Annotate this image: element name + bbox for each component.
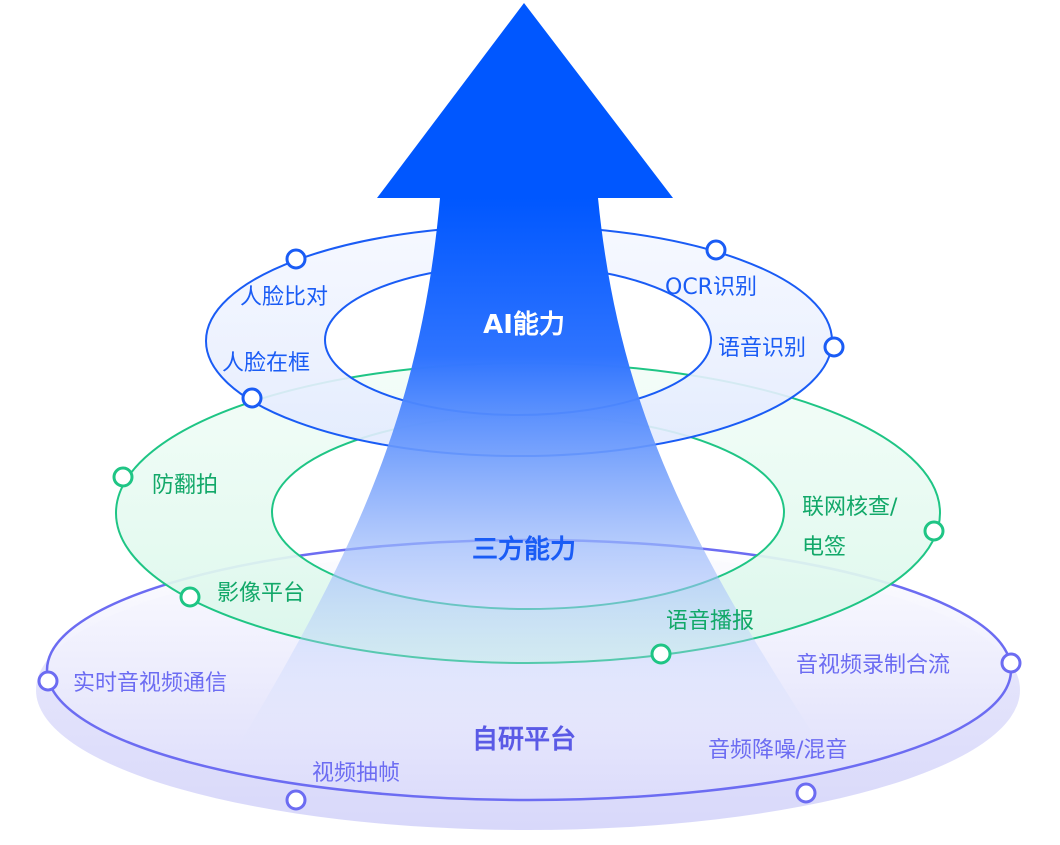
third-party-item-label: 电签: [802, 535, 846, 560]
ai-node: [285, 248, 307, 270]
platform-item-label: 音频降噪/混音: [708, 738, 847, 763]
platform-node: [285, 789, 307, 811]
ai-item-label: 人脸在框: [222, 351, 310, 376]
platform-item-label: 视频抽帧: [312, 761, 400, 786]
ai-item-label: OCR识别: [665, 275, 757, 300]
third-party-item-label: 联网核查/: [802, 495, 898, 520]
third-party-node: [179, 586, 201, 608]
third-party-node: [650, 643, 672, 665]
platform-title: 自研平台: [472, 724, 576, 755]
platform-node: [1000, 652, 1022, 674]
ai-title: AI能力: [483, 309, 565, 340]
ai-node: [705, 239, 727, 261]
arrow-shaft: [230, 198, 830, 760]
third-party-item-label: 防翻拍: [152, 473, 218, 498]
third-party-item-label: 语音播报: [666, 609, 754, 634]
ai-node: [241, 387, 263, 409]
platform-node: [37, 670, 59, 692]
ai-item-label: 人脸比对: [240, 285, 328, 310]
ai-node: [823, 336, 845, 358]
third-party-node: [923, 520, 945, 542]
third-party-title: 三方能力: [472, 534, 576, 565]
platform-item-label: 音视频录制合流: [796, 653, 950, 678]
platform-node: [795, 782, 817, 804]
arrow-head: [377, 3, 673, 198]
third-party-node: [112, 466, 134, 488]
third-party-item-label: 影像平台: [217, 581, 305, 606]
ai-item-label: 语音识别: [718, 336, 806, 361]
platform-item-label: 实时音视频通信: [73, 671, 227, 696]
